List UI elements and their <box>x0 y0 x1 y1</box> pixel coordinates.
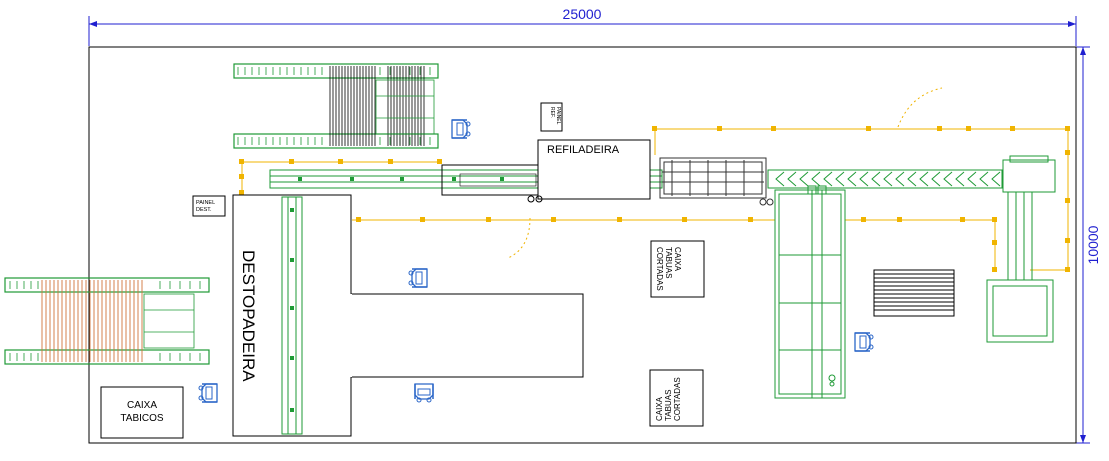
refiladeira-wheels <box>527 195 543 203</box>
sorting-conveyor <box>774 185 846 399</box>
right-lift-conveyor <box>986 155 1056 343</box>
caixa-tabuas-cortadas-2 <box>649 369 704 427</box>
chevron-conveyor <box>767 169 1003 189</box>
building-outline <box>88 46 1077 444</box>
board-stack <box>873 269 955 317</box>
dimension-height: 10000 <box>1076 46 1101 444</box>
operator-chair-icon <box>451 119 471 139</box>
safety-guard-left <box>239 159 442 195</box>
caixa-tabicos-box <box>100 386 184 439</box>
panel-dest-label-line2: DEST. <box>196 207 212 213</box>
panel-dest <box>192 195 226 217</box>
panel-ref-label-line1: PAINEL <box>555 107 561 125</box>
saw-unit <box>659 157 774 206</box>
panel-dest-label-line1: PAINEL <box>196 200 215 206</box>
safety-guard-middle <box>352 217 775 222</box>
caixa-tabuas-2-label-line1: CAIXA <box>655 396 664 421</box>
operator-chair-icon <box>854 332 874 352</box>
panel-ref-label-line2: REF. <box>549 107 555 118</box>
caixa-tabuas-2-label-line3: CORTADAS <box>673 377 682 421</box>
caixa-tabicos-label-line1: CAIXA <box>127 400 157 411</box>
destopadeira-machine <box>232 194 352 437</box>
caixa-tabuas-cortadas-1 <box>650 240 705 298</box>
safety-guard-right <box>652 126 1070 272</box>
refiladeira-machine <box>537 139 651 200</box>
destopadeira-label: DESTOPADEIRA <box>239 250 258 382</box>
operator-chair-icon <box>408 268 428 288</box>
caixa-tabuas-1-label-line3: CORTADAS <box>655 247 664 291</box>
dimension-width-label: 25000 <box>563 6 602 22</box>
operator-chair-icon <box>414 383 434 403</box>
caixa-tabuas-2-label-line2: TABUAS <box>664 390 673 421</box>
caixa-tabuas-1-label-line1: CAIXA <box>673 247 682 272</box>
caixa-tabicos-label-line2: TABICOS <box>120 413 163 424</box>
door-swing-top <box>897 87 943 128</box>
destopadeira-table <box>350 293 584 378</box>
destopadeira-conveyor <box>281 196 303 435</box>
top-infeed-conveyor <box>233 63 439 149</box>
panel-ref <box>540 102 563 132</box>
door-swing-middle <box>507 217 531 259</box>
left-outfeed-conveyor <box>4 277 210 365</box>
refiladeira-label: REFILADEIRA <box>547 144 620 156</box>
dimension-height-label: 10000 <box>1085 225 1101 264</box>
operator-chair-icon <box>198 383 218 403</box>
caixa-tabuas-1-label-line2: TABUAS <box>664 247 673 278</box>
dimension-width: 25000 <box>88 6 1077 46</box>
